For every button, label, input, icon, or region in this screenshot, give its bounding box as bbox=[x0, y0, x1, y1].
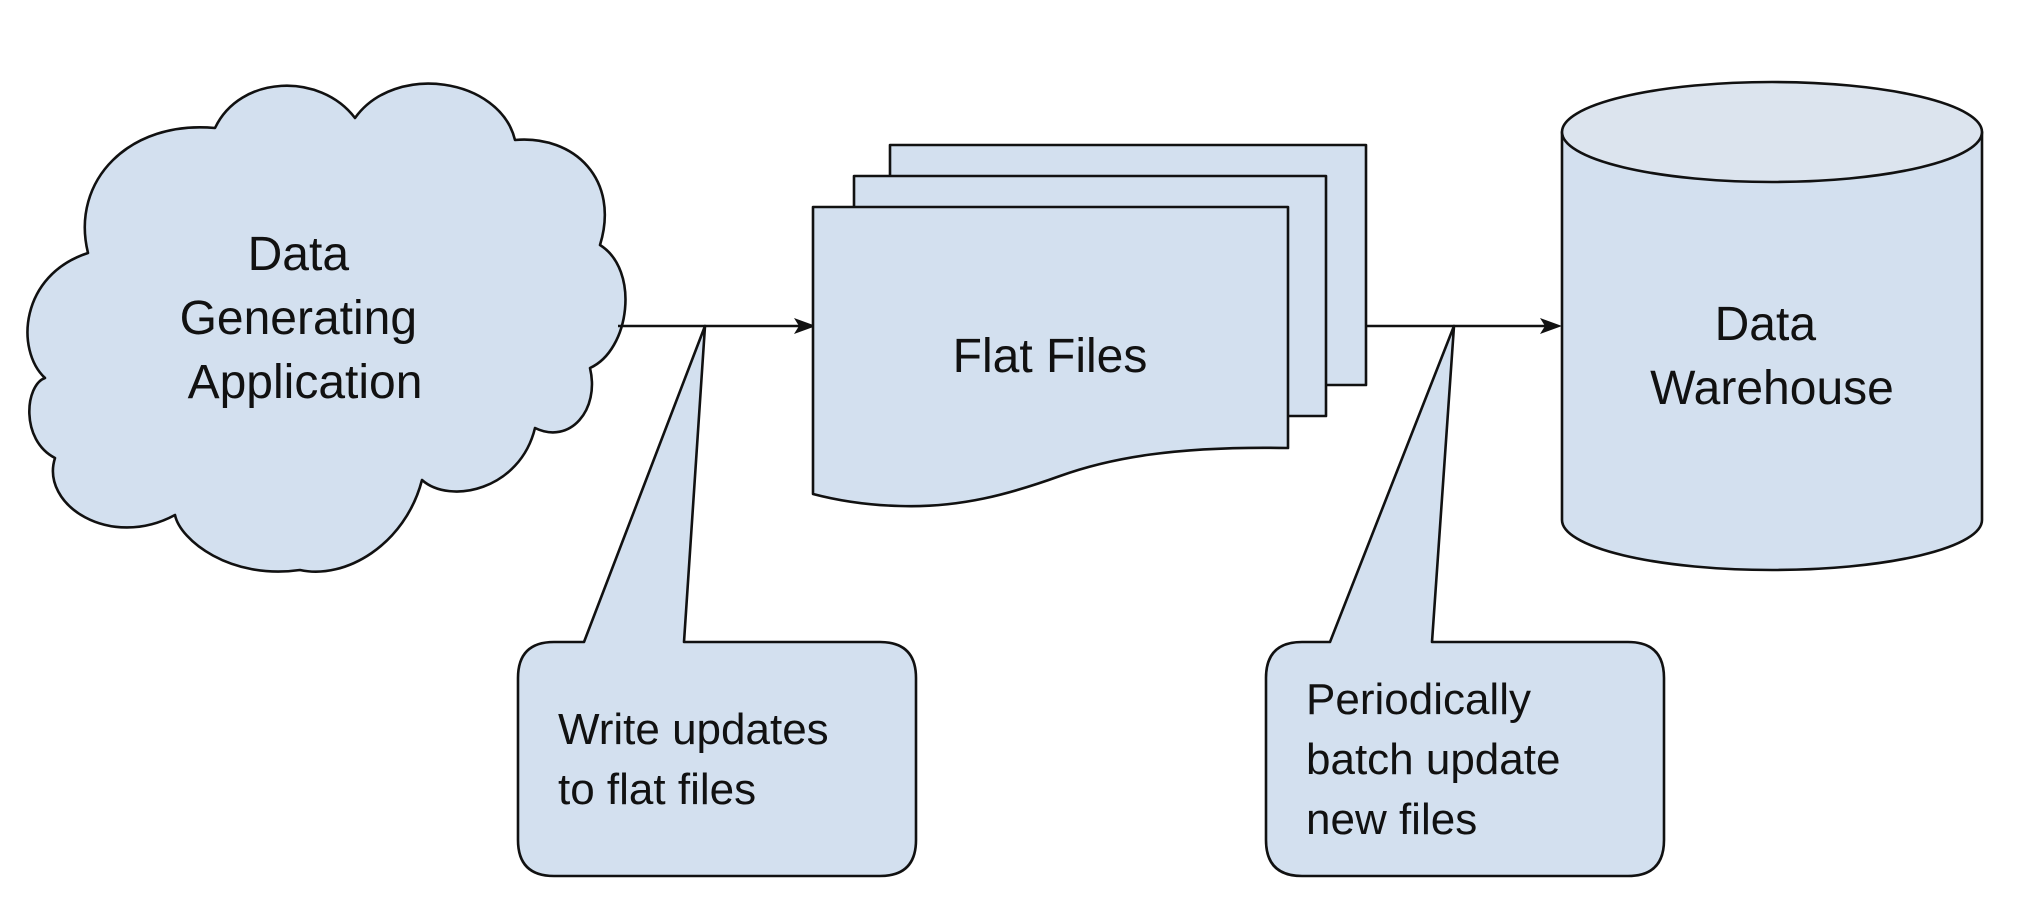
source-label-line-3: Application bbox=[188, 356, 423, 409]
batch-callout-text: Periodically batch update new files bbox=[1306, 675, 1573, 844]
warehouse-label: Data Warehouse bbox=[1650, 298, 1894, 415]
write-updates-callout: Write updates to flat files bbox=[516, 324, 918, 878]
connector-source-to-files bbox=[618, 318, 816, 334]
file-sheet-front bbox=[811, 205, 1290, 508]
batch-callout-line-3: new files bbox=[1306, 795, 1477, 844]
write-callout-line-1: Write updates bbox=[558, 705, 829, 754]
source-label-line-1: Data bbox=[248, 228, 350, 281]
batch-callout-line-1: Periodically bbox=[1306, 675, 1531, 724]
write-callout-line-2: to flat files bbox=[558, 765, 756, 814]
arrowhead-icon bbox=[1540, 318, 1562, 334]
batch-callout-line-2: batch update bbox=[1306, 735, 1560, 784]
source-label: Data Generating Application bbox=[180, 228, 431, 409]
connector-files-to-warehouse bbox=[1366, 318, 1562, 334]
warehouse-label-line-1: Data bbox=[1715, 298, 1817, 351]
cylinder-body bbox=[1560, 130, 1984, 572]
arrowhead-icon bbox=[794, 318, 816, 334]
cloud-shape bbox=[26, 82, 627, 573]
data-warehouse-node: Data Warehouse bbox=[1560, 80, 1984, 572]
callout-bubble bbox=[516, 324, 918, 878]
cylinder-top bbox=[1560, 80, 1984, 184]
warehouse-label-line-2: Warehouse bbox=[1650, 362, 1894, 415]
write-callout-text: Write updates to flat files bbox=[558, 705, 841, 814]
data-generating-application-node: Data Generating Application bbox=[26, 82, 627, 573]
flat-files-label: Flat Files bbox=[953, 330, 1148, 383]
flat-files-node: Flat Files bbox=[811, 143, 1368, 508]
batch-update-callout: Periodically batch update new files bbox=[1264, 324, 1666, 878]
source-label-line-2: Generating bbox=[180, 292, 418, 345]
callout-bubble bbox=[1264, 324, 1666, 878]
